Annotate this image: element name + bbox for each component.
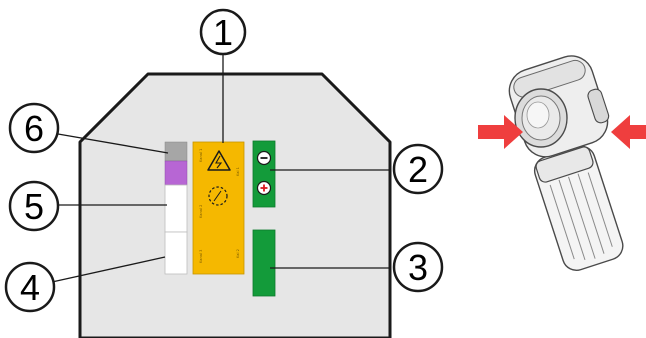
purple-block (164, 160, 188, 186)
callout-5-label: 5 (24, 186, 44, 227)
white-block-lower (164, 231, 188, 275)
callout-4: 4 (4, 261, 56, 313)
white-block-upper (164, 184, 188, 233)
plus-icon (256, 180, 272, 196)
callout-3-label: 3 (408, 247, 428, 288)
yellow-module-label-a: Kanal 1 (199, 149, 203, 162)
left-arrow-icon (478, 115, 523, 149)
gray-block (164, 141, 188, 162)
yellow-module-label-b: Kanal 2 (199, 205, 203, 218)
callout-6-label: 6 (24, 108, 44, 149)
callout-5: 5 (8, 180, 60, 232)
high-voltage-icon (207, 150, 231, 171)
leader-line-6 (57, 133, 169, 154)
callout-6: 6 (8, 102, 60, 154)
dashed-circle-icon (208, 186, 228, 206)
callout-1: 1 (199, 8, 247, 56)
green-lower-module (252, 229, 276, 297)
yellow-module-label-d: Kal 1 (236, 167, 240, 176)
yellow-module-label-c: Kanal 3 (199, 250, 203, 263)
right-arrow-icon (611, 115, 646, 149)
yellow-module (192, 141, 245, 275)
green-polarity-module (252, 140, 276, 208)
callout-4-label: 4 (20, 267, 40, 308)
minus-icon (256, 150, 272, 166)
callout-1-label: 1 (213, 12, 233, 53)
yellow-module-label-e: Kal 2 (236, 249, 240, 258)
callout-2: 2 (392, 143, 444, 195)
leader-line-4 (51, 256, 166, 283)
callout-2-label: 2 (408, 149, 428, 190)
callout-3: 3 (392, 241, 444, 293)
connector-plug-illustration (508, 55, 624, 272)
